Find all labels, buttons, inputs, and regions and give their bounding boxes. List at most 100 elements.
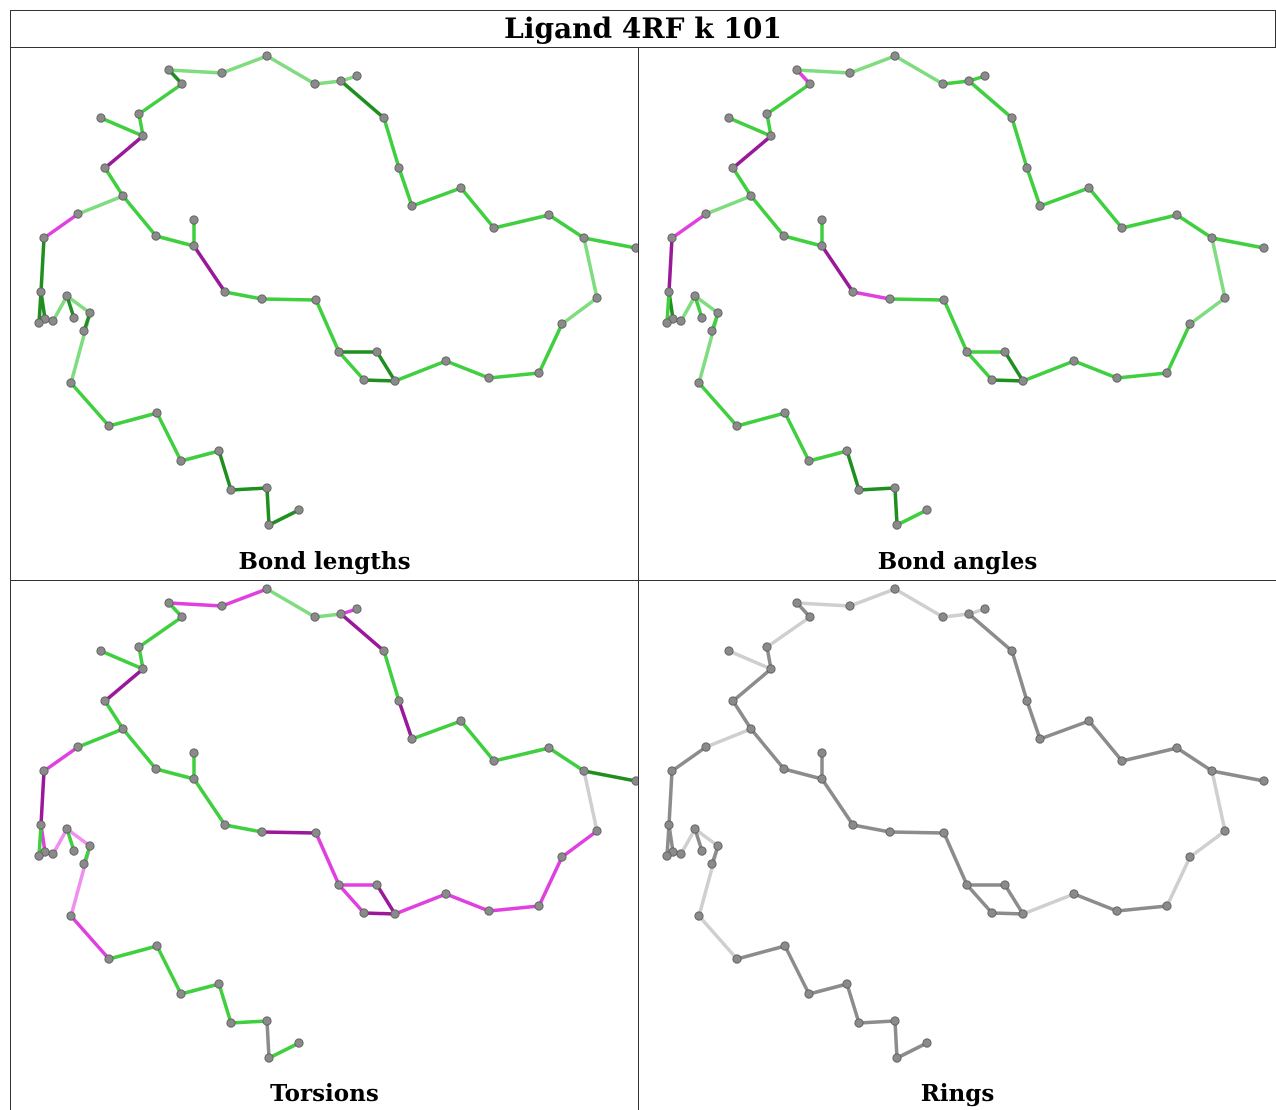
atom — [189, 215, 199, 225]
bond — [167, 601, 224, 608]
bond — [1087, 186, 1124, 230]
bond — [410, 186, 463, 208]
atom — [762, 642, 772, 652]
atom — [134, 642, 144, 652]
bond — [731, 667, 773, 703]
bond — [1165, 322, 1192, 375]
atom — [817, 748, 827, 758]
bond — [547, 213, 586, 240]
bond — [820, 777, 855, 827]
bond — [137, 615, 184, 649]
bond — [765, 615, 812, 649]
bond — [1120, 213, 1179, 230]
bond — [65, 827, 92, 848]
atom — [792, 65, 802, 75]
atom — [85, 841, 95, 851]
bond — [103, 134, 145, 170]
bond — [260, 297, 318, 302]
bond — [670, 212, 708, 240]
atom — [1112, 373, 1122, 383]
bond — [314, 298, 341, 354]
atom — [694, 911, 704, 921]
atom — [690, 291, 700, 301]
atom — [592, 293, 602, 303]
bond — [107, 944, 159, 961]
atom — [964, 609, 974, 619]
bond — [337, 883, 366, 915]
atom — [372, 347, 382, 357]
grid-left-border — [10, 10, 11, 1110]
atom — [662, 851, 672, 861]
atom — [667, 233, 677, 243]
bond — [492, 746, 551, 763]
figure-title: Ligand 4RF k 101 — [504, 12, 782, 45]
bond — [893, 486, 899, 527]
bond — [667, 236, 674, 294]
atom — [746, 191, 756, 201]
atom — [264, 1053, 274, 1063]
bond — [582, 236, 599, 300]
atom — [792, 598, 802, 608]
atom — [845, 601, 855, 611]
atom — [294, 1038, 304, 1048]
atom — [892, 1053, 902, 1063]
atom — [1000, 880, 1010, 890]
atom — [854, 1018, 864, 1028]
atom — [842, 979, 852, 989]
atom — [48, 316, 58, 326]
atom — [36, 287, 46, 297]
bond — [382, 116, 401, 170]
atom — [557, 319, 567, 329]
atom — [189, 774, 199, 784]
atom — [1207, 233, 1217, 243]
bond — [1115, 371, 1169, 380]
bond — [783, 411, 811, 463]
bond — [848, 587, 897, 608]
bond — [179, 449, 221, 463]
atom — [310, 79, 320, 89]
atom — [441, 889, 451, 899]
atom — [817, 215, 827, 225]
atom — [66, 911, 76, 921]
bond — [121, 194, 158, 238]
atom — [1117, 756, 1127, 766]
atom — [152, 408, 162, 418]
bond — [1175, 746, 1214, 773]
bond — [76, 727, 125, 749]
bond — [220, 587, 269, 608]
atom — [694, 378, 704, 388]
atom — [707, 326, 717, 336]
bond — [1115, 904, 1169, 913]
atom — [817, 774, 827, 784]
bond — [820, 244, 855, 294]
bond — [888, 297, 946, 302]
atom — [36, 820, 46, 830]
bond — [1021, 359, 1076, 383]
atom — [79, 859, 89, 869]
bond — [560, 829, 599, 859]
atom — [1172, 210, 1182, 220]
atom — [980, 604, 990, 614]
atom — [489, 756, 499, 766]
atom — [214, 446, 224, 456]
bond — [965, 350, 994, 382]
atom — [359, 908, 369, 918]
atom — [85, 308, 95, 318]
atom — [780, 941, 790, 951]
bond — [765, 82, 812, 116]
atom — [962, 880, 972, 890]
atom — [73, 742, 83, 752]
bond — [1072, 359, 1119, 380]
bond — [560, 296, 599, 326]
bond — [665, 290, 671, 325]
bond — [339, 612, 386, 653]
atom — [848, 287, 858, 297]
bond — [42, 212, 80, 240]
bond — [735, 944, 787, 961]
bond — [121, 727, 158, 771]
atom — [359, 375, 369, 385]
caption-torsions: Torsions — [270, 1080, 379, 1107]
atom — [890, 51, 900, 61]
atom — [631, 776, 638, 786]
bond — [582, 769, 599, 833]
